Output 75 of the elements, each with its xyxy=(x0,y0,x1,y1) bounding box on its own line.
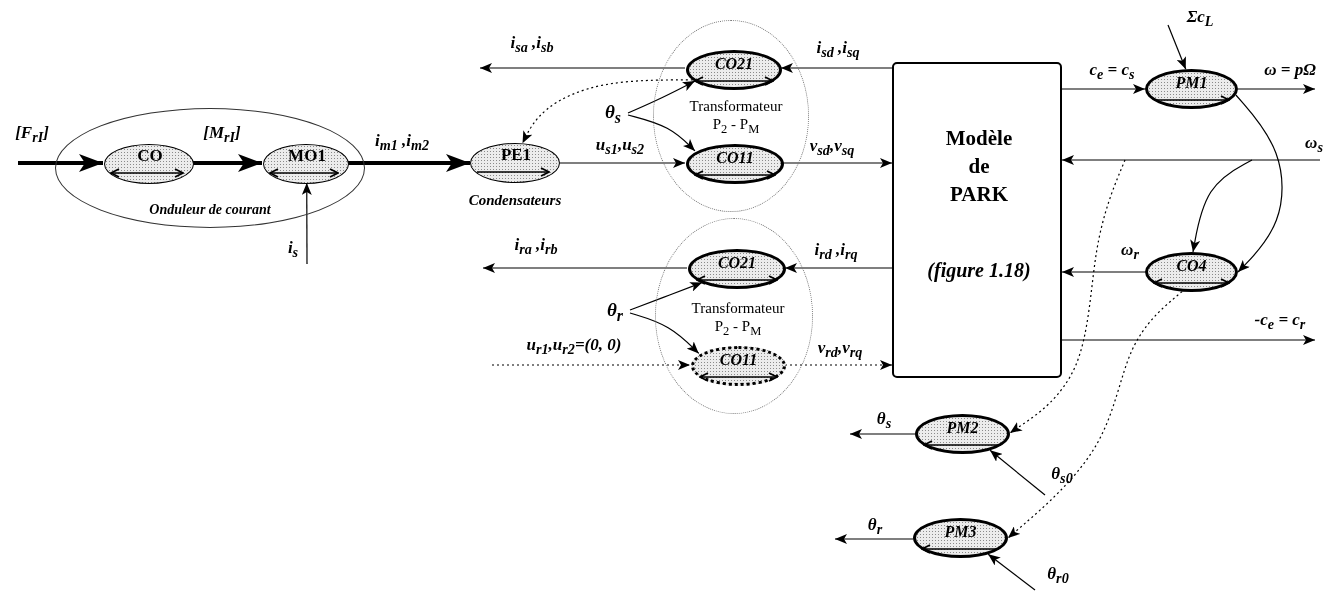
signal-label: i$_{rd}$ ,i$_{rq}$ xyxy=(814,239,858,265)
signal-label: i$_{s}$ xyxy=(287,237,299,263)
block-label: CO4 xyxy=(1175,257,1208,275)
signal-arrow xyxy=(834,534,914,544)
signal-arrow xyxy=(491,360,691,370)
signal-arrow xyxy=(627,114,696,152)
model-block xyxy=(892,62,1062,378)
signal-label: -c$_{e}$ = c$_{r}$ xyxy=(1254,309,1306,335)
signal-arrow xyxy=(1009,159,1126,434)
signal-label: u$_{r1}$,u$_{r2}$=(0, 0) xyxy=(526,334,622,360)
signal-label: i$_{sd}$ ,i$_{sq}$ xyxy=(816,37,860,63)
signal-arrow xyxy=(348,154,470,172)
process-ellipse xyxy=(263,144,349,184)
signal-arrow xyxy=(479,63,686,73)
signal-arrow xyxy=(782,158,893,168)
block-label: CO xyxy=(136,147,164,165)
signal-arrow xyxy=(559,158,686,168)
block-label: CO11 xyxy=(718,351,759,369)
signal-arrow xyxy=(1061,335,1316,345)
signal-label: [F$_{rI}$] xyxy=(15,122,49,148)
process-ellipse xyxy=(691,346,786,386)
signal-label: Σc$_{L}$ xyxy=(1186,6,1214,32)
signal-label: θ$_{s0}$ xyxy=(1051,463,1073,489)
block-label: CO21 xyxy=(713,55,755,73)
signal-label: i$_{m1}$ ,i$_{m2}$ xyxy=(374,130,430,156)
signal-arrow xyxy=(784,263,893,273)
signal-label: θ$_{r}$ xyxy=(600,298,630,324)
block-label: CO11 xyxy=(715,149,755,167)
signal-label: [M$_{rI}$] xyxy=(203,122,241,148)
signal-label: θ$_{r0}$ xyxy=(1047,563,1069,589)
block-label: PE1 xyxy=(499,146,533,164)
signal-arrow xyxy=(482,263,688,273)
signal-label: θ$_{r}$ xyxy=(867,514,883,540)
signal-label: u$_{s1}$,u$_{s2}$ xyxy=(595,134,645,160)
signal-arrow xyxy=(18,154,103,172)
block-label: PM2 xyxy=(945,419,980,437)
signal-arrow xyxy=(629,281,703,311)
process-ellipse xyxy=(688,249,786,289)
signal-arrow xyxy=(627,80,696,114)
signal-label: θ$_{s}$ xyxy=(598,100,628,126)
block-label: CO21 xyxy=(716,254,758,272)
signal-label: i$_{ra}$ ,i$_{rb}$ xyxy=(514,234,558,260)
block-note: (figure 1.18) xyxy=(926,258,1032,284)
signal-label: ω$_{s}$ xyxy=(1305,132,1323,158)
signal-label: ω = pΩ xyxy=(1264,60,1316,80)
signal-arrow xyxy=(629,312,700,355)
block-label: PM3 xyxy=(943,523,978,541)
block-label: PM1 xyxy=(1174,74,1209,92)
process-ellipse xyxy=(1145,69,1238,109)
signal-arrow xyxy=(301,182,312,265)
signal-arrow xyxy=(1235,94,1283,273)
signal-label: θ$_{s}$ xyxy=(876,408,892,434)
signal-arrow xyxy=(1061,155,1321,165)
block-label: MO1 xyxy=(287,147,327,165)
signal-arrow xyxy=(1167,24,1187,70)
signal-arrow xyxy=(1007,290,1183,539)
signal-label: c$_{e}$ = c$_{s}$ xyxy=(1089,59,1135,85)
signal-label: ω$_{r}$ xyxy=(1121,239,1139,265)
signal-arrow xyxy=(1061,84,1146,94)
signal-arrow xyxy=(849,429,916,439)
signal-arrow xyxy=(1061,267,1146,277)
signal-label: v$_{rd}$,v$_{rq}$ xyxy=(817,337,863,363)
process-ellipse xyxy=(686,144,784,184)
signal-label: i$_{sa}$ ,i$_{sb}$ xyxy=(510,32,554,58)
group-caption: Transformateur P$_{2}$ - P$_{M}$ xyxy=(690,299,786,340)
block-title: Modèle de PARK xyxy=(944,125,1014,208)
process-ellipse xyxy=(686,50,782,90)
signal-arrow xyxy=(193,154,262,172)
node-caption: Condensateurs xyxy=(468,191,562,210)
group-caption: Transformateur P$_{2}$ - P$_{M}$ xyxy=(688,97,784,138)
signal-arrow xyxy=(1237,84,1316,94)
signal-label: v$_{sd}$,v$_{sq}$ xyxy=(809,135,855,161)
signal-arrow xyxy=(780,63,893,73)
signal-arrow xyxy=(1190,159,1253,253)
group-caption: Onduleur de courant xyxy=(148,201,272,219)
